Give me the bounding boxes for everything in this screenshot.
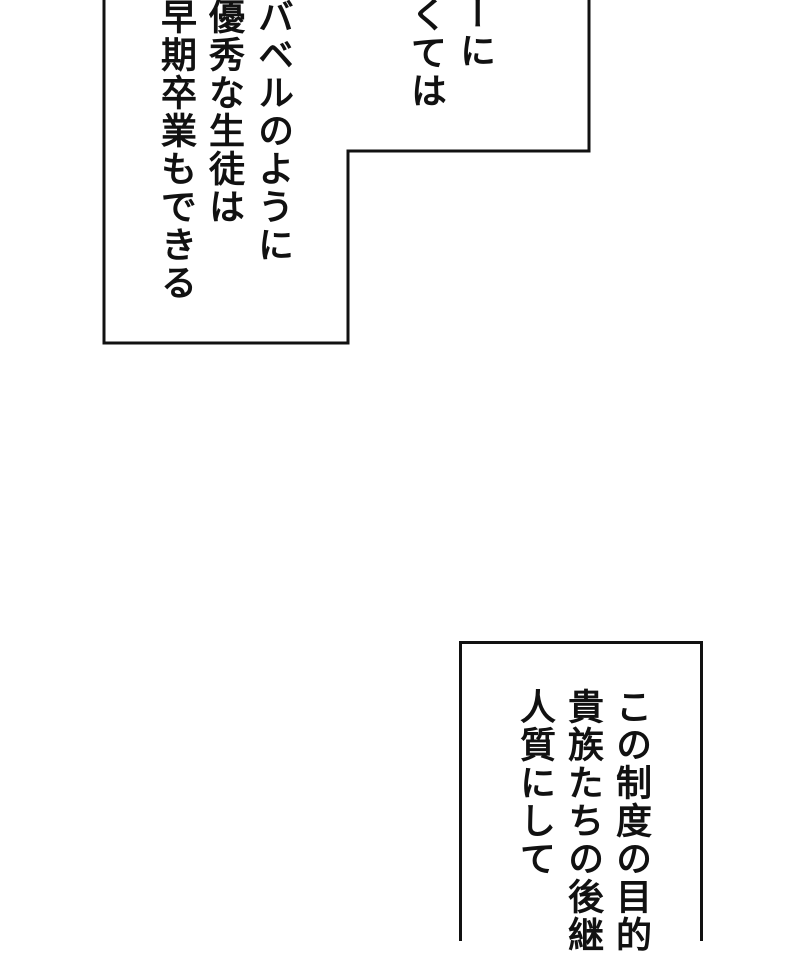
top-caption-line-1: ーに bbox=[454, 0, 495, 70]
top-caption-box bbox=[0, 0, 800, 360]
top-caption-border bbox=[102, 0, 591, 345]
top-caption-line-4: 優秀な生徒は bbox=[203, 0, 244, 226]
bottom-caption-line-3: 人質にして bbox=[514, 688, 555, 878]
top-caption-line-2: くては bbox=[405, 0, 446, 110]
top-caption-line-3: バベルのように bbox=[252, 0, 293, 264]
top-caption-line-5: 早期卒業もできる bbox=[155, 0, 196, 302]
bottom-caption-line-1: この制度の目的 bbox=[610, 688, 651, 954]
bottom-caption-box bbox=[459, 641, 703, 941]
bottom-caption-line-2: 貴族たちの後継 bbox=[562, 688, 603, 954]
